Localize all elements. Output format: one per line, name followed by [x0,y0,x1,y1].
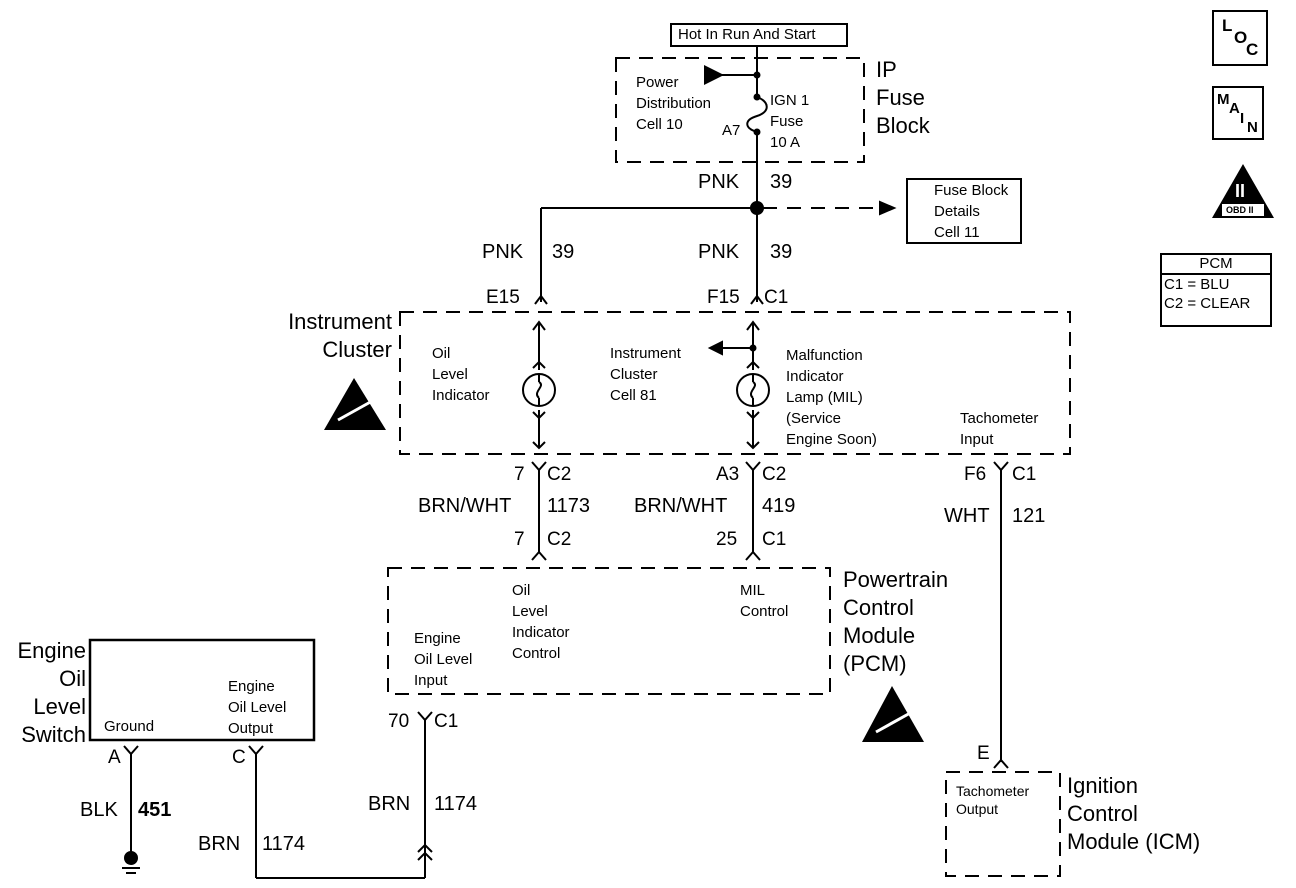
oil-level-indicator-control-label: Oil Level Indicator Control [512,582,570,662]
fuse-label: IGN 1 Fuse 10 A [770,92,810,151]
switch-pin-c: C [232,747,246,768]
pcm-outline [387,567,831,695]
wire-color-451: BLK [80,799,118,821]
connector-f15-conn: C1 [764,287,789,308]
switch-pin-a: A [108,747,121,768]
oil-top-conn: C2 [547,464,572,485]
switch-ground-label: Ground [104,718,155,735]
obd-ii-label: OBD II [1226,205,1254,215]
wire-color-121: WHT [944,505,990,527]
wire-circuit-main: 39 [770,171,793,193]
wire-circuit-1173: 1173 [547,495,591,517]
oil-switch-label: Engine Oil Level Switch [17,638,86,747]
fuse-terminal: A7 [722,122,741,139]
wire-circuit-left: 39 [552,241,575,263]
wire-color-1174-pcm: BRN [368,793,411,815]
icm-label: Ignition Control Module (ICM) [1067,773,1201,854]
obd-ii-icon [1212,164,1274,218]
instrument-cluster-label: Instrument Cluster [288,309,392,362]
tach-pin: F6 [964,464,987,485]
power-source-box: Hot In Run And Start [670,23,848,47]
wire-circuit-right: 39 [770,241,793,263]
oil-level-indicator-label: Oil Level Indicator [432,345,490,404]
wire-color-main: PNK [698,171,740,193]
pcm-oil-pin: 70 [388,711,410,732]
fuse-symbol [746,96,768,133]
mil-top-pin: A3 [716,464,740,485]
tachometer-input-label: Tachometer Input [960,410,1039,448]
switch-output-label: Engine Oil Level Output [228,678,287,737]
esd-warning-icon [862,686,924,742]
mil-bot-conn: C1 [762,529,787,550]
ip-fuse-block-label: IP Fuse Block [876,57,930,138]
wire-color-left: PNK [482,241,524,263]
wire-circuit-451: 451 [138,799,172,821]
oil-top-pin: 7 [514,464,525,485]
mil-label: Malfunction Indicator Lamp (MIL) (Servic… [786,347,877,448]
power-source-label: Hot In Run And Start [678,26,816,43]
power-distribution-ref[interactable]: Power Distribution Cell 10 [636,74,712,133]
wire-color-1174-switch: BRN [198,833,241,855]
pcm-table-row: C1 = BLU [1164,276,1230,293]
mil-control-label: MIL Control [740,582,789,620]
pcm-oil-conn: C1 [434,711,459,732]
tachometer-output-label: Tachometer Output [956,783,1030,817]
fuse-block-details-ref[interactable]: Fuse Block Details Cell 11 [906,178,1022,244]
oil-bot-pin: 7 [514,529,525,550]
tach-conn: C1 [1012,464,1037,485]
ip-fuse-block-outline [615,57,865,163]
pcm-table-title: PCM [1162,255,1270,275]
mil-bot-pin: 25 [716,529,738,550]
oil-switch-outline [88,638,316,742]
wire-circuit-419: 419 [762,495,796,517]
wire-circuit-1174-pcm: 1174 [434,793,478,815]
wire-circuit-1174-switch: 1174 [262,833,306,855]
oil-bot-conn: C2 [547,529,572,550]
wire-circuit-121: 121 [1012,505,1046,527]
icm-outline [945,771,1061,877]
pcm-label: Powertrain Control Module (PCM) [843,567,949,676]
pcm-table-row: C2 = CLEAR [1164,295,1251,312]
engine-oil-level-input-label: Engine Oil Level Input [414,630,473,689]
main-icon[interactable]: M A I N [1212,86,1264,140]
wire-color-1173: BRN/WHT [418,495,512,517]
connector-f15: F15 [707,287,740,308]
mil-top-conn: C2 [762,464,787,485]
instrument-cluster-outline [399,311,1071,455]
wire-color-right: PNK [698,241,740,263]
instrument-cluster-cell-ref[interactable]: Instrument Cluster Cell 81 [610,345,681,404]
obd-ii-numeral: II [1235,181,1246,201]
connector-e15: E15 [486,287,520,308]
esd-warning-icon [324,378,386,430]
pcm-connector-table: PCM C1 = BLU C2 = CLEAR [1160,253,1272,327]
loc-icon[interactable]: L O C [1212,10,1268,66]
ground-symbol [124,851,138,865]
icm-pin-e: E [977,743,990,764]
wire-color-419: BRN/WHT [634,495,728,517]
